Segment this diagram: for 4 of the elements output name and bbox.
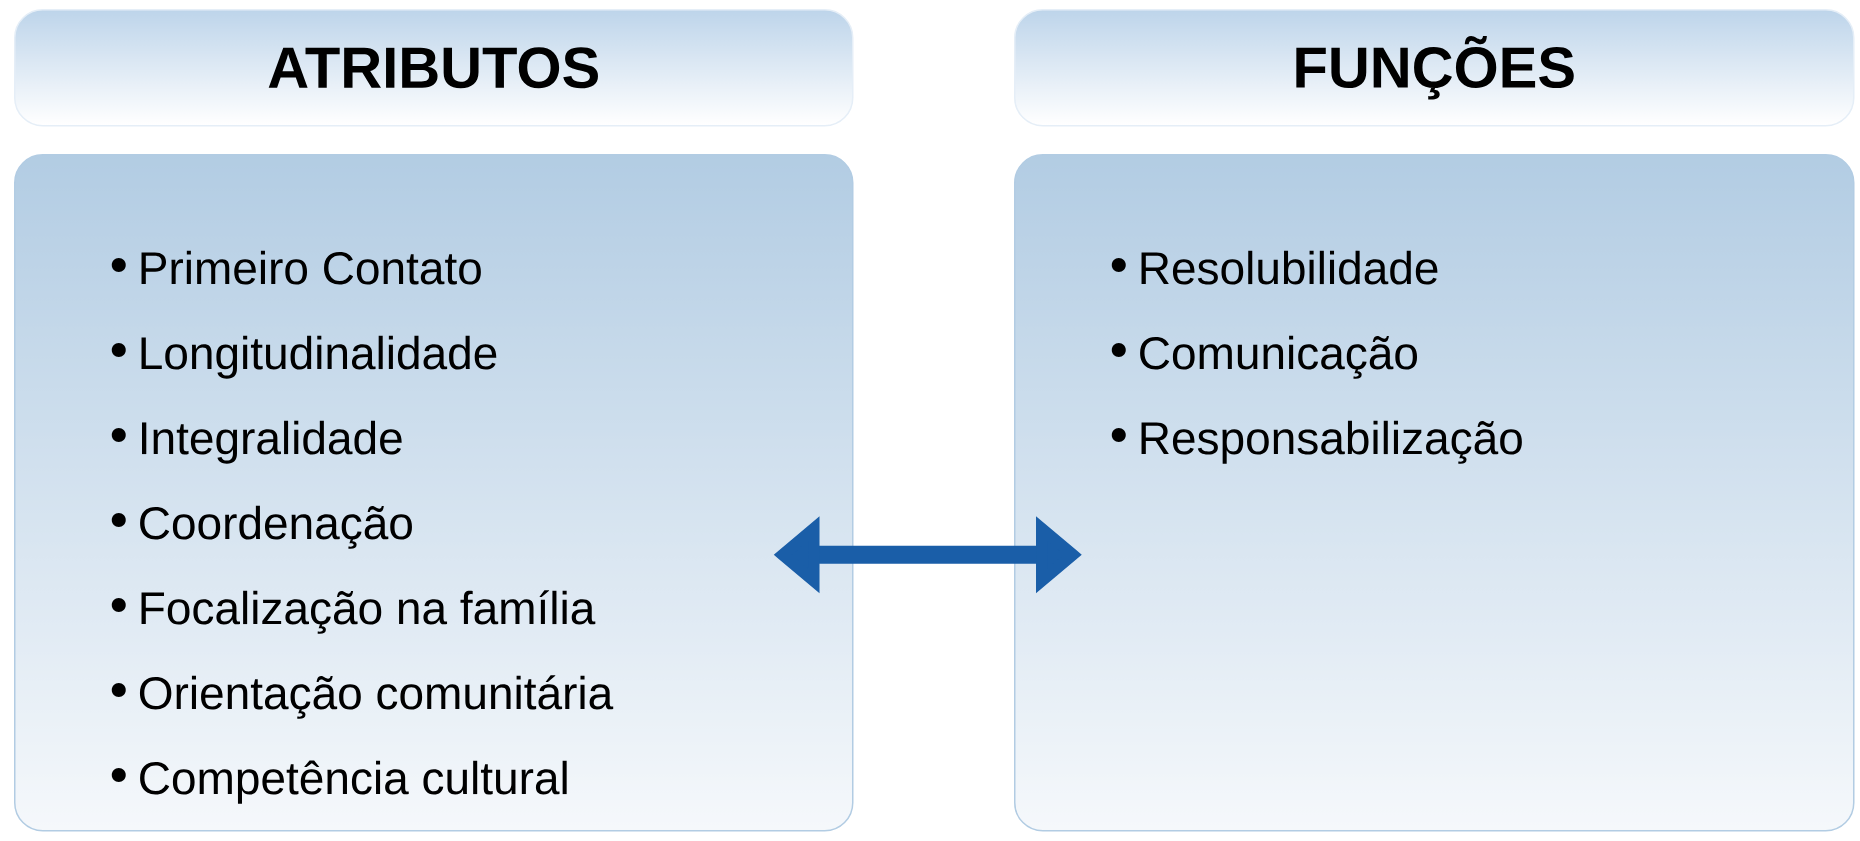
heading-box: ATRIBUTOS bbox=[14, 9, 854, 127]
list-box: Resolubilidade Comunicação Responsabilização bbox=[1014, 154, 1855, 832]
list-box: Primeiro Contato Longitudinalidade Integralidade Coordenação Focalização na família Orientação comunitária Competência cultural bbox=[14, 154, 854, 832]
heading-box: FUNÇÕES bbox=[1014, 9, 1855, 127]
